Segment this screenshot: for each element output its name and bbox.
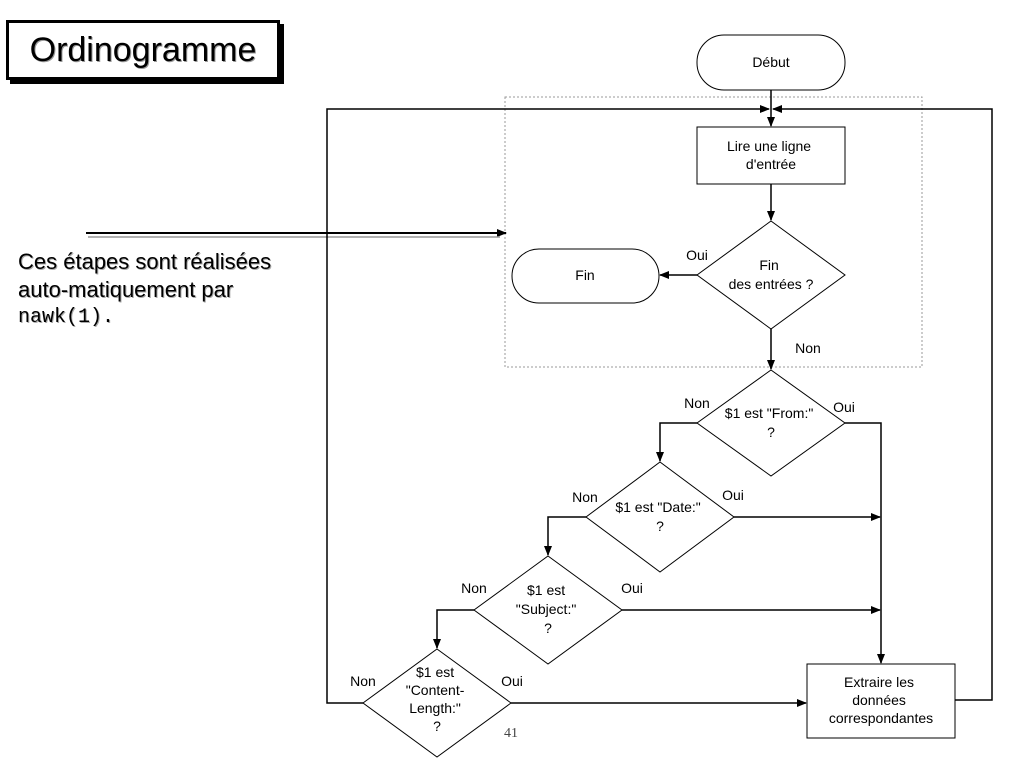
read-line-node xyxy=(696,126,846,185)
end-label: Fin xyxy=(575,267,594,283)
from-yes-label: Oui xyxy=(833,399,855,415)
end-node xyxy=(511,248,660,304)
from-decision xyxy=(696,369,846,477)
content-length-decision xyxy=(362,648,512,758)
date-yes-label: Oui xyxy=(722,487,744,503)
subject-no-label: Non xyxy=(461,580,487,596)
note-command: nawk(1). xyxy=(18,306,115,329)
date-no-label: Non xyxy=(572,489,598,505)
edge-extract-loop xyxy=(772,105,993,701)
edge-subject-no xyxy=(433,609,474,649)
page-title: Ordinogramme xyxy=(6,20,280,80)
eof-no-label: Non xyxy=(795,340,821,356)
page-number: 41 xyxy=(504,726,518,741)
automatic-region xyxy=(504,96,923,368)
date-decision xyxy=(585,461,735,573)
read-line-label: Lire une ligne d'entrée xyxy=(727,138,815,172)
automation-note: Ces étapes sont réalisées auto-matiqueme… xyxy=(18,248,318,332)
edge-from-no xyxy=(656,422,697,462)
edge-from-yes xyxy=(845,422,885,664)
content-length-no-label: Non xyxy=(350,673,376,689)
note-line-2: auto-matiquement par xyxy=(18,277,234,302)
subject-decision xyxy=(473,555,623,665)
content-length-label: $1 est "Content- Length:" ? xyxy=(406,664,469,734)
subject-label: $1 est "Subject:" ? xyxy=(516,582,580,636)
end-of-input-label: Fin des entrées ? xyxy=(729,257,814,292)
extract-node xyxy=(806,663,956,739)
extract-label: Extraire les données correspondantes xyxy=(829,674,933,726)
subject-yes-label: Oui xyxy=(621,580,643,596)
note-line-1: Ces étapes sont réalisées xyxy=(18,249,272,274)
end-of-input-decision xyxy=(696,220,846,330)
from-no-label: Non xyxy=(684,395,710,411)
content-length-yes-label: Oui xyxy=(501,673,523,689)
edge-content-length-no-loop xyxy=(326,105,770,704)
edge-date-no xyxy=(544,516,586,556)
date-label: $1 est "Date:" ? xyxy=(615,499,704,534)
start-label: Début xyxy=(752,54,789,70)
eof-yes-label: Oui xyxy=(686,247,708,263)
from-label: $1 est "From:" ? xyxy=(725,405,817,440)
